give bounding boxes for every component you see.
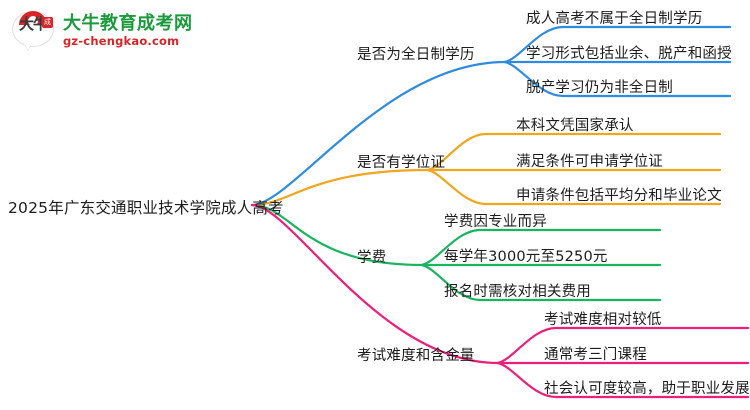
connector-line xyxy=(503,25,732,64)
mindmap-leaf-label[interactable]: 学习形式包括业余、脱产和函授 xyxy=(526,46,732,62)
mindmap-leaf-label[interactable]: 脱产学习仍为非全日制 xyxy=(526,80,673,96)
logo-mark-icon: 大牛 成 xyxy=(12,9,56,51)
connector-line xyxy=(420,228,662,267)
logo-subtitle: gz-chengkao.com xyxy=(63,33,180,48)
mindmap-leaf-label[interactable]: 每学年3000元至5250元 xyxy=(444,249,608,265)
connector-line xyxy=(420,263,662,302)
logo-bubble-tail-shape xyxy=(23,42,32,50)
mindmap-leaf-label[interactable]: 本科文凭国家承认 xyxy=(516,118,634,134)
mindmap-branch-label[interactable]: 考试难度和含金量 xyxy=(357,348,475,364)
connector-line xyxy=(250,60,507,207)
connector-line xyxy=(503,60,732,98)
logo-mark-text: 大牛 xyxy=(18,15,48,33)
mindmap-branch-label[interactable]: 学费 xyxy=(357,250,387,266)
connector-line xyxy=(496,326,750,365)
mindmap-leaf-label[interactable]: 学费因专业而异 xyxy=(444,214,547,230)
connector-line xyxy=(496,361,750,399)
mindmap-root-label[interactable]: 2025年广东交通职业技术学院成人高考 xyxy=(8,199,284,217)
connector-line xyxy=(426,132,722,172)
logo-title: 大牛教育成考网 xyxy=(63,12,193,34)
mindmap-leaf-label[interactable]: 满足条件可申请学位证 xyxy=(516,154,663,170)
connector-line xyxy=(250,203,424,267)
mindmap-leaf-label[interactable]: 申请条件包括平均分和毕业论文 xyxy=(516,188,722,204)
mindmap-leaf-label[interactable]: 通常考三门课程 xyxy=(544,347,647,363)
logo-cap-shape xyxy=(19,11,47,25)
mindmap-branch-label[interactable]: 是否有学位证 xyxy=(357,155,446,171)
mindmap-leaf-label[interactable]: 考试难度相对较低 xyxy=(544,312,662,328)
connector-line xyxy=(250,168,430,207)
site-logo: 大牛 成 大牛教育成考网 gz-chengkao.com xyxy=(12,6,212,54)
mindmap-leaf-label[interactable]: 报名时需核对相关费用 xyxy=(444,284,591,300)
mindmap-leaf-label[interactable]: 成人高考不属于全日制学历 xyxy=(526,11,703,27)
mindmap-leaf-label[interactable]: 社会认可度较高，助于职业发展 xyxy=(544,381,750,397)
mindmap-branch-label[interactable]: 是否为全日制学历 xyxy=(357,47,475,63)
logo-wordmark: 大牛教育成考网 gz-chengkao.com xyxy=(63,13,193,48)
connector-line xyxy=(426,168,722,206)
logo-mark-badge: 成 xyxy=(42,17,53,28)
connector-line xyxy=(250,203,500,365)
